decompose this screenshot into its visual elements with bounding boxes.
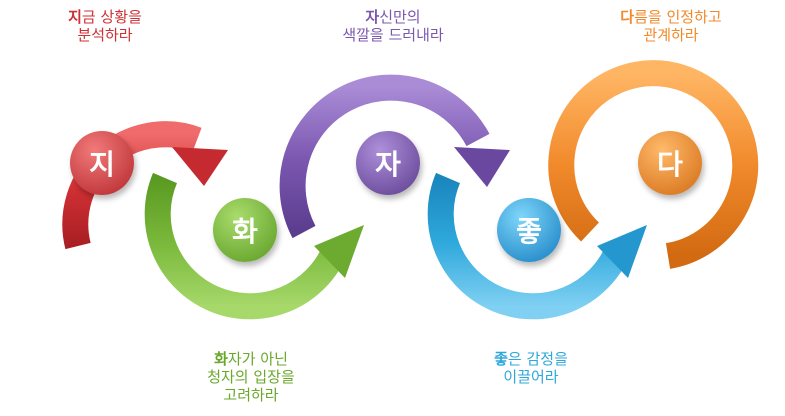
caption-hwa: 화자가 아닌 청자의 입장을 고려하라 <box>176 350 326 404</box>
caption-jong-lead: 좋 <box>494 350 508 368</box>
badge-jong-label: 좋 <box>516 215 542 248</box>
arrowhead-jong <box>597 225 647 278</box>
badge-jong: 좋 <box>497 198 561 262</box>
caption-ji-lead: 지 <box>68 8 82 26</box>
badge-ja-label: 자 <box>375 148 401 181</box>
badge-hwa: 화 <box>213 198 277 262</box>
caption-hwa-line3: 고려하라 <box>223 386 279 404</box>
caption-ji: 지금 상황을 분석하라 <box>40 8 170 44</box>
caption-da-line1: 름을 인정하고 <box>634 8 722 26</box>
caption-hwa-line2: 청자의 입장을 <box>207 368 295 386</box>
caption-da-lead: 다 <box>620 8 635 26</box>
caption-da: 다름을 인정하고 관계하라 <box>596 8 746 44</box>
caption-ji-line1: 금 상황을 <box>81 8 142 26</box>
badge-ji-label: 지 <box>89 148 115 181</box>
caption-ja-lead: 자 <box>365 8 380 26</box>
caption-jong: 좋은 감정을 이끌어라 <box>466 350 596 386</box>
caption-ja-line1: 신만의 <box>379 8 421 26</box>
arrowhead-ja <box>454 147 510 187</box>
caption-jong-line2: 이끌어라 <box>503 368 559 386</box>
badge-ji: 지 <box>70 131 134 195</box>
arrow-arc-da <box>548 60 759 269</box>
caption-ja-line2: 색깔을 드러내라 <box>342 26 444 44</box>
arrow-arc-jong <box>427 172 630 320</box>
badge-da: 다 <box>638 131 702 195</box>
caption-ja: 자신만의 색깔을 드러내라 <box>318 8 468 44</box>
caption-da-line2: 관계하라 <box>643 26 699 44</box>
arrow-arc-hwa <box>144 172 347 320</box>
caption-jong-line1: 은 감정을 <box>507 350 568 368</box>
arrowhead-ji <box>172 147 228 186</box>
caption-hwa-lead: 화 <box>214 350 228 368</box>
badge-hwa-label: 화 <box>232 215 258 248</box>
arrow-arc-ja <box>279 74 490 239</box>
caption-hwa-line1: 자가 아닌 <box>227 350 288 368</box>
badge-da-label: 다 <box>657 148 683 181</box>
badge-ja: 자 <box>356 131 420 195</box>
caption-ji-line2: 분석하라 <box>77 26 133 44</box>
arrowhead-hwa <box>314 225 364 278</box>
